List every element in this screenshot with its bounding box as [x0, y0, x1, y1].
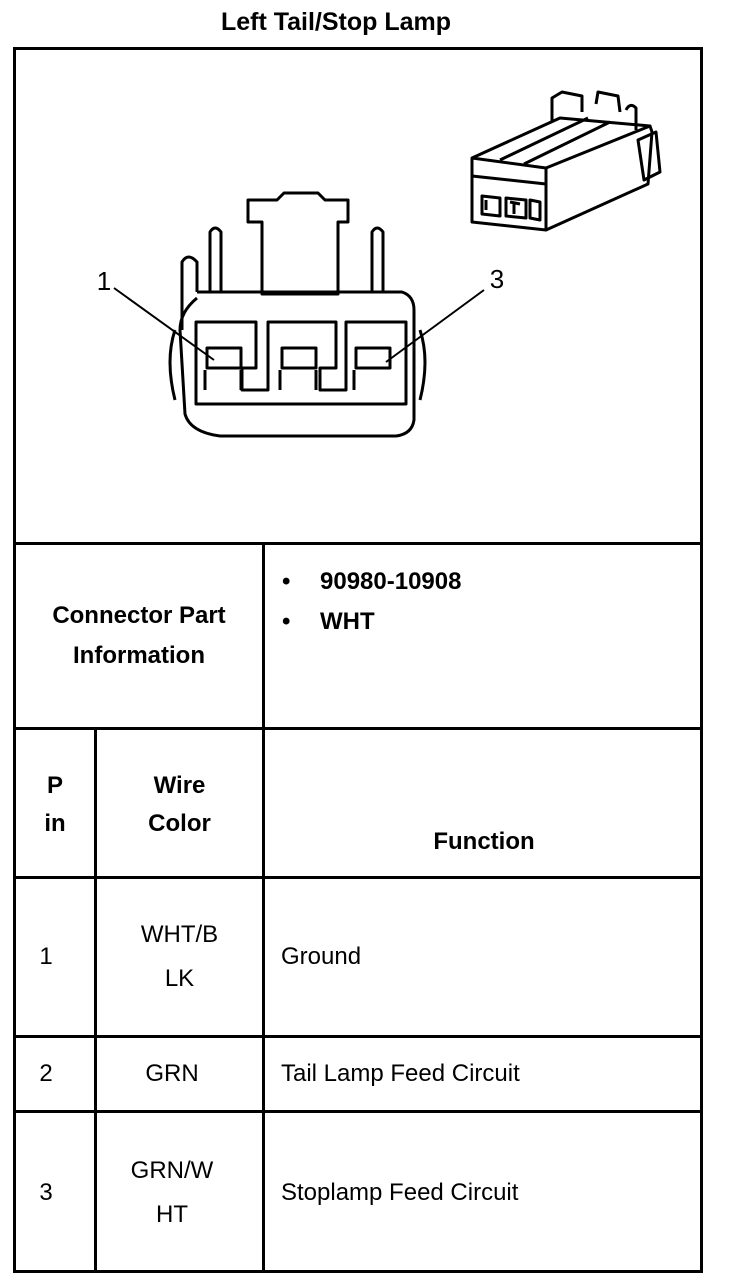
pin-3-leader	[385, 289, 485, 363]
pin-1-label: 1	[97, 266, 111, 296]
connector-post	[370, 226, 385, 292]
row-3-wire-line1: GRN/W	[130, 1157, 214, 1184]
header-wire-line1: Wire	[153, 772, 206, 799]
row-2-function: Tail Lamp Feed Circuit	[281, 1060, 520, 1087]
row-1-pin: 1	[39, 943, 53, 970]
row-1-function: Ground	[281, 943, 362, 970]
row-3-pin: 3	[39, 1179, 53, 1206]
terminal-3	[354, 346, 392, 370]
terminal-1	[205, 346, 243, 370]
header-function: Function	[433, 828, 535, 855]
connector-info-list: • 90980-10908 • WHT	[282, 562, 461, 642]
header-wire-color: Wire Color	[97, 760, 262, 850]
row-3-wire-color: GRN/W HT	[97, 1113, 247, 1273]
connector-diagram: 1 3	[97, 90, 662, 438]
header-pin-line1: P	[46, 772, 63, 799]
row-2-wire-color: GRN	[145, 1060, 199, 1087]
pin-1-leader	[113, 287, 215, 361]
header-pin: P in	[16, 760, 94, 850]
connector-body	[178, 290, 416, 438]
row-3-function: Stoplamp Feed Circuit	[281, 1179, 519, 1206]
list-item: • 90980-10908	[282, 562, 461, 602]
connector-info-label-line2: Information	[73, 642, 205, 669]
connector-latch-tab	[246, 191, 350, 296]
terminal-slot	[203, 370, 356, 390]
connector-edge	[418, 329, 427, 401]
row-1-wire-line2: LK	[164, 965, 195, 992]
connector-part-number: 90980-10908	[320, 568, 462, 595]
connector-color: WHT	[320, 608, 375, 635]
list-item: • WHT	[282, 602, 461, 642]
bullet-icon: •	[282, 608, 291, 635]
row-3-wire-line2: HT	[156, 1201, 188, 1228]
connector-info-label-line1: Connector Part	[52, 602, 226, 629]
divider	[13, 1110, 703, 1113]
connector-info-label: Connector Part Information	[16, 545, 262, 727]
connector-post	[180, 255, 199, 330]
divider	[13, 1035, 703, 1038]
pin-3-label: 3	[490, 264, 504, 294]
divider	[13, 542, 703, 545]
connector-table-frame	[13, 47, 703, 1273]
divider	[94, 727, 97, 1273]
divider	[262, 542, 265, 1273]
row-1-wire-color: WHT/B LK	[97, 879, 262, 1035]
row-2-pin: 2	[39, 1060, 53, 1087]
row-1-wire-line1: WHT/B	[140, 921, 219, 948]
connector-isometric-view	[470, 90, 662, 232]
divider	[13, 727, 703, 730]
connector-post	[208, 226, 223, 292]
terminal-2	[280, 346, 318, 370]
divider	[13, 876, 703, 879]
bullet-icon: •	[282, 568, 291, 595]
header-pin-line2: in	[44, 810, 66, 837]
cavity-outline	[194, 320, 408, 406]
header-wire-line2: Color	[148, 810, 211, 837]
page-title: Left Tail/Stop Lamp	[220, 8, 452, 36]
connector-edge	[168, 329, 177, 401]
